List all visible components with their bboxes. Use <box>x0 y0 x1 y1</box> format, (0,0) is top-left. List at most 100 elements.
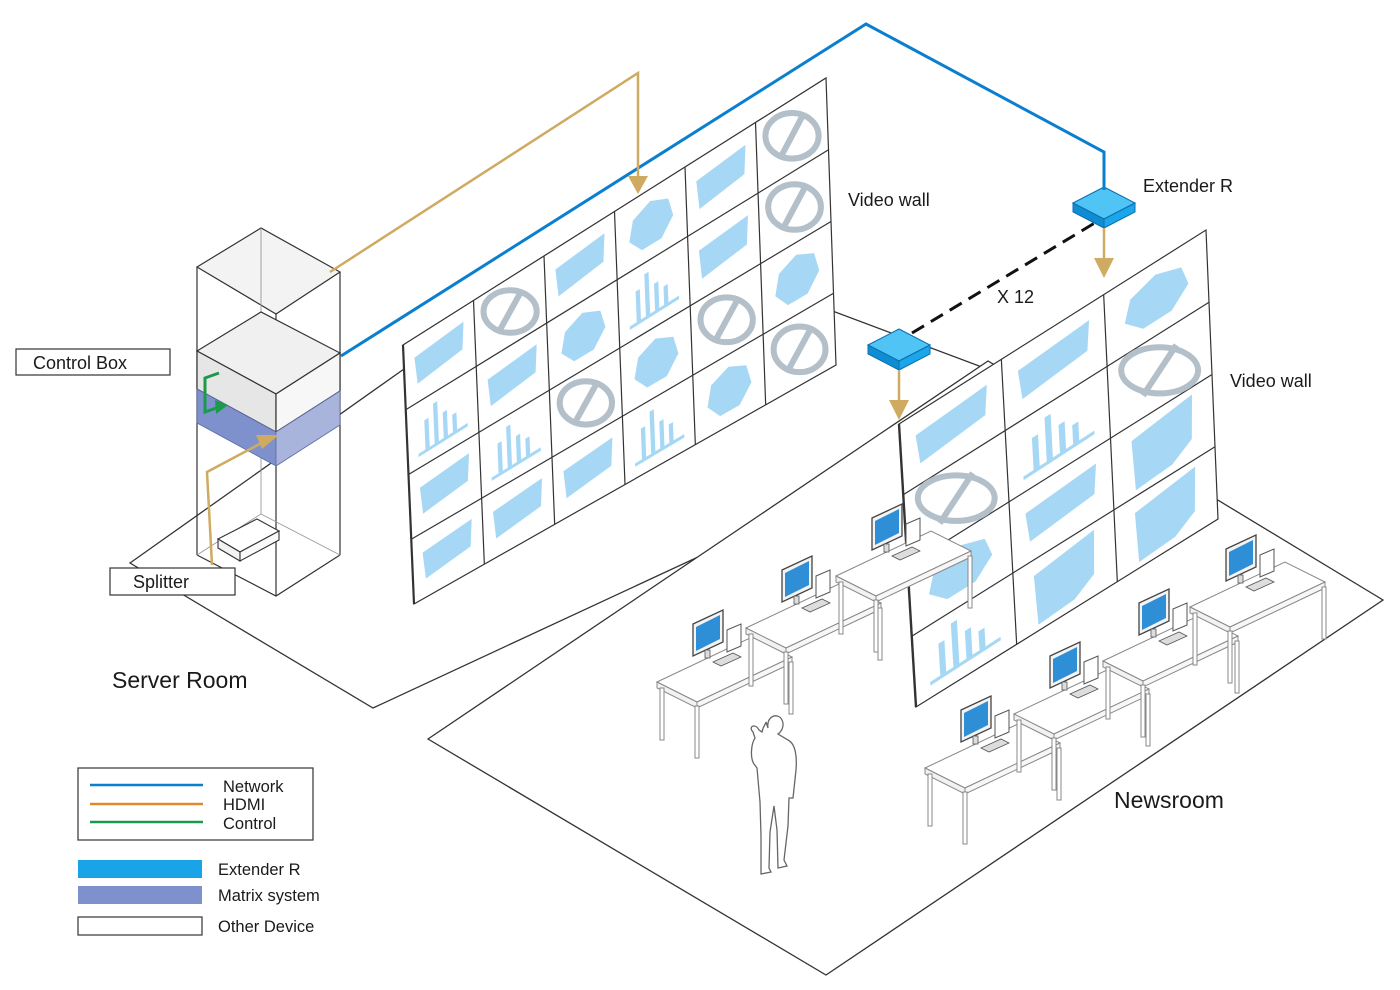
desk-leg <box>788 661 794 715</box>
wall-left-screen-parallelogram <box>696 144 746 210</box>
monitor-screen <box>964 701 988 737</box>
legend-hdmi-label: HDMI <box>223 796 265 814</box>
hdmi-arrow-wall-right-a <box>1094 258 1114 278</box>
desk-leg <box>783 651 789 705</box>
hdmi-arrow-wall-left <box>628 176 648 194</box>
wall-left-screen-parallelogram <box>414 321 464 384</box>
wall-right-bezel-h <box>911 446 1216 637</box>
monitor-stand <box>1061 681 1068 691</box>
desk-leg <box>1016 719 1022 773</box>
legend-matrix-swatch <box>78 886 202 904</box>
monitor-screen <box>1053 647 1077 683</box>
wall-left-screen-stop <box>765 181 824 233</box>
desk-leg <box>1140 684 1146 738</box>
hdmi-arrow-matrix <box>256 435 279 449</box>
monitor-stand <box>704 649 711 659</box>
workstation <box>923 694 1062 845</box>
legend-network-label: Network <box>223 778 284 796</box>
video-wall-left <box>401 76 837 606</box>
desks <box>655 502 1327 845</box>
desk-leg <box>962 791 968 845</box>
video-wall-right-grid <box>902 294 1216 645</box>
equipment-rack <box>195 227 342 597</box>
wall-right-bezel-h <box>902 301 1210 496</box>
keyboard <box>1245 577 1275 592</box>
video-wall-right-screens <box>914 267 1202 686</box>
workstation <box>655 608 794 759</box>
workstation <box>834 502 973 653</box>
splitter-label-box <box>109 567 236 596</box>
wall-right-screen-parallelogram <box>1025 463 1096 542</box>
keyboard <box>980 738 1010 753</box>
wall-right-screen-bars <box>930 619 1001 686</box>
monitor-stand <box>1237 574 1244 584</box>
wall-right-screen-polygon <box>1033 529 1095 625</box>
monitor-stand <box>883 543 890 553</box>
wall-left-screen-stop <box>762 110 822 162</box>
hdmi-line-rack <box>329 70 640 274</box>
desk-leg <box>838 581 844 635</box>
desk-leg <box>877 607 883 661</box>
workstation <box>1012 640 1151 791</box>
wall-right-screen-parallelogram <box>915 384 987 464</box>
wall-left-screen-octagon <box>775 253 820 306</box>
computer-tower <box>815 569 831 599</box>
desk-leg <box>967 555 973 609</box>
splitter-label: Splitter <box>133 572 189 592</box>
wall-left-screen-bars <box>418 401 468 458</box>
control-line <box>203 371 220 415</box>
keyboard <box>891 546 921 561</box>
workstation <box>744 554 883 705</box>
extender-r-top <box>1071 186 1137 229</box>
monitor-stand <box>793 595 800 605</box>
video-wall-right-label: Video wall <box>1230 371 1312 391</box>
wall-left-screen-parallelogram <box>422 518 472 579</box>
wall-left-screen-parallelogram <box>419 453 469 514</box>
legend-control-label: Control <box>223 815 276 833</box>
computer-tower <box>1172 602 1188 632</box>
desk-leg <box>1192 612 1198 666</box>
wall-left-bezel-h <box>408 220 832 476</box>
control-box-callout: Control Box <box>15 348 171 376</box>
hdmi-arrow-wall-right-b <box>889 400 909 420</box>
monitor-stand <box>1150 628 1157 638</box>
desk-leg <box>1051 737 1057 791</box>
wall-left-screen-bars <box>629 271 680 330</box>
workstation <box>1101 587 1240 738</box>
wall-right-screen-polygon <box>1131 394 1192 491</box>
monitor-screen <box>1229 540 1253 576</box>
wall-right-screen-polygon <box>1134 466 1196 563</box>
desk-leg <box>927 773 933 827</box>
monitor-screen <box>875 509 899 545</box>
wall-left-screen-stop <box>697 294 756 346</box>
legend-extender-label: Extender R <box>218 861 301 879</box>
workstation <box>1188 533 1327 684</box>
control-box-label: Control Box <box>33 353 127 373</box>
wall-left-screen-parallelogram <box>493 478 542 539</box>
keyboard <box>1069 684 1099 699</box>
wall-left-bezel-h <box>405 149 829 411</box>
wall-left-screen-bars <box>491 424 541 481</box>
monitor-stand <box>972 735 979 745</box>
legend-extender-swatch <box>78 860 202 878</box>
computer-tower <box>905 517 921 547</box>
desk-leg <box>1105 666 1111 720</box>
server-room-label: Server Room <box>112 667 247 693</box>
extenders <box>866 186 1137 371</box>
splitter-side <box>239 530 280 562</box>
legend-other-device-label: Other Device <box>218 918 314 936</box>
monitor-screen <box>1142 594 1166 630</box>
newsroom-label: Newsroom <box>1114 787 1224 813</box>
legend-matrix-label: Matrix system <box>218 887 320 905</box>
control-arrow <box>215 400 228 414</box>
desk-leg <box>694 705 700 759</box>
hdmi-line-splitter <box>205 438 268 566</box>
wall-left-screen-octagon <box>629 198 674 251</box>
wall-left-screen-parallelogram <box>487 344 537 407</box>
keyboard <box>712 652 742 667</box>
desk-leg <box>659 687 665 741</box>
splitter-callout: Splitter <box>109 567 236 596</box>
control-box-label-box <box>15 348 171 376</box>
desk-leg <box>1145 693 1151 747</box>
